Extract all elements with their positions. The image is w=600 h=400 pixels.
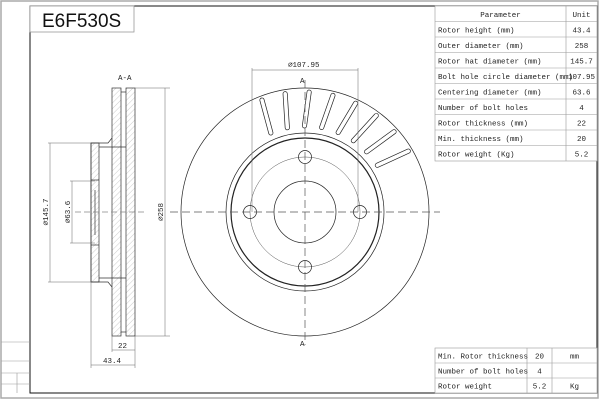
margin-title-block	[1, 341, 30, 393]
parameter-cell: Rotor hat diameter (mm)	[438, 59, 542, 67]
dim-outer-diameter: ⌀258	[158, 203, 166, 221]
bolt-hole	[298, 150, 312, 164]
spec-table-row: Rotor thickness (mm) 22	[438, 121, 586, 129]
inner-frame	[29, 5, 598, 394]
spec-table-row: Number of bolt holes 4	[438, 105, 584, 113]
spec-table-header: Parameter Unit	[480, 12, 590, 20]
part-number-title: E6F530S	[42, 11, 121, 32]
dim-hat-diameter: ⌀145.7	[43, 198, 51, 225]
spec-table-row: Outer diameter (mm) 258	[438, 43, 588, 51]
value-cell: 20	[577, 136, 587, 144]
spec-table-row: Bolt hole circle diameter (mm)107.95	[438, 74, 595, 82]
spec-table-row: Min. thickness (mm) 20	[438, 136, 586, 144]
parameter-cell: Rotor thickness (mm)	[438, 121, 528, 129]
value-cell: 22	[577, 121, 586, 129]
unit-cell: mm	[570, 354, 580, 362]
spec-table-row: Rotor hat diameter (mm) 145.7	[438, 59, 593, 67]
summary-table-row: Number of bolt holes 4	[438, 369, 542, 377]
value-cell: 63.6	[572, 90, 591, 98]
section-label: A-A	[118, 75, 132, 83]
parameter-cell: Bolt hole circle diameter (mm)	[438, 74, 573, 82]
label-cell: Number of bolt holes	[438, 369, 528, 377]
unit-cell: Kg	[570, 384, 579, 392]
parameter-cell: Parameter	[480, 12, 521, 20]
spec-table-row: Rotor weight (Kg) 5.2	[438, 152, 588, 160]
parameter-cell: Rotor height (mm)	[438, 28, 515, 36]
parameter-cell: Outer diameter (mm)	[438, 43, 524, 51]
label-cell: Rotor weight	[438, 384, 492, 392]
summary-table-row: Rotor weight 5.2 Kg	[438, 384, 579, 392]
label-cell: Min. Rotor thickness	[438, 354, 528, 362]
title-box	[29, 5, 135, 33]
value-cell: 20	[535, 354, 545, 362]
section-view: A-A	[48, 75, 170, 368]
spec-table-row: Rotor height (mm) 43.4	[438, 28, 591, 36]
parameter-cell: Number of bolt holes	[438, 105, 528, 113]
parameter-cell: Min. thickness (mm)	[438, 136, 524, 144]
cut-marker-bottom: A	[300, 341, 305, 349]
dim-height: 43.4	[103, 358, 122, 366]
parameter-cell: Centering diameter (mm)	[438, 90, 542, 98]
summary-table-row: Min. Rotor thickness 20 mm	[438, 354, 579, 362]
front-view	[170, 68, 440, 345]
value-cell: 258	[575, 43, 589, 51]
value-cell: 4	[537, 369, 542, 377]
value-cell: 4	[579, 105, 584, 113]
spec-table-row: Centering diameter (mm) 63.6	[438, 90, 591, 98]
value-cell: 43.4	[572, 28, 591, 36]
dim-centering-diameter: ⌀63.6	[65, 200, 73, 223]
value-cell: 107.95	[568, 74, 596, 82]
cut-marker-top: A	[300, 78, 305, 86]
dim-thickness: 22	[118, 343, 127, 351]
value-cell: Unit	[572, 12, 590, 20]
value-cell: 5.2	[575, 152, 589, 160]
dim-bolt-circle: ⌀107.95	[288, 62, 320, 70]
value-cell: 145.7	[570, 59, 593, 67]
value-cell: 5.2	[533, 384, 547, 392]
parameter-cell: Rotor weight (Kg)	[438, 152, 515, 160]
